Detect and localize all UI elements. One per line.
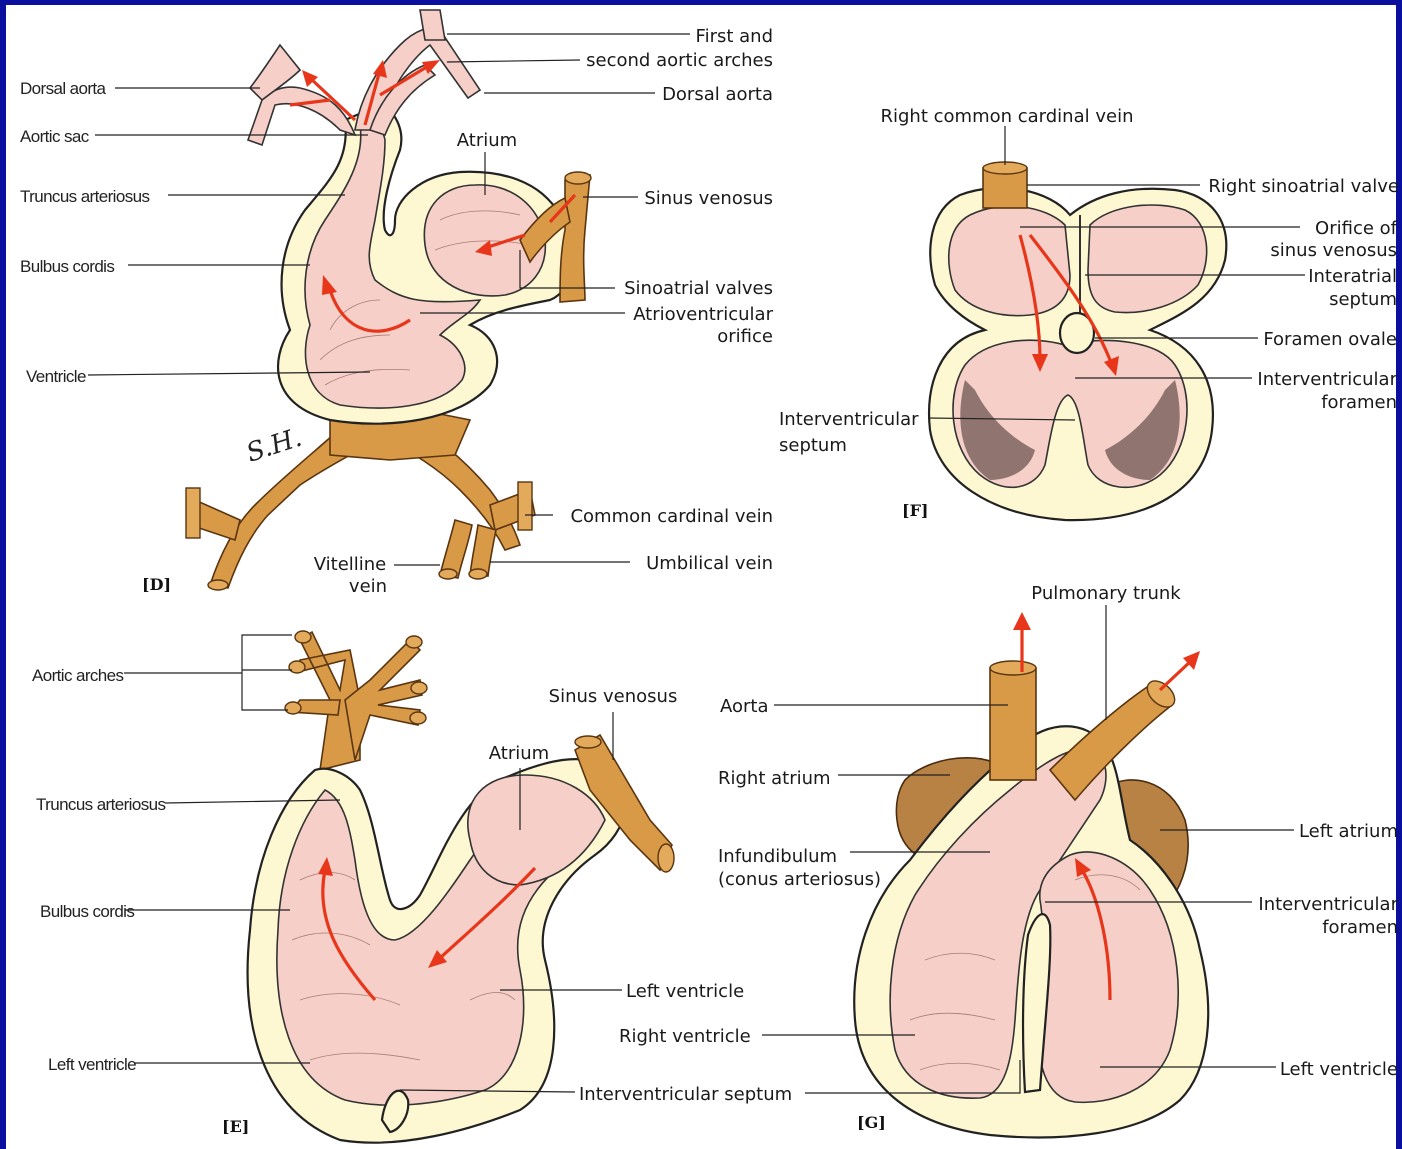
label-left-ventricle-partial-e: Left ventricle <box>48 1055 136 1074</box>
panel-g: [G] Pulmonary trunk Aorta Right atrium I… <box>619 583 1399 1137</box>
label-dorsal-aorta-left: Dorsal aorta <box>20 79 107 98</box>
label-aorta-g: Aorta <box>720 696 769 717</box>
label-pulmonary-trunk: Pulmonary trunk <box>1031 583 1181 604</box>
label-sinus-venosus-e: Sinus venosus <box>549 686 678 707</box>
label-ventricle-d: Ventricle <box>26 367 86 386</box>
label-first-second-arches-2: second aortic arches <box>586 50 773 71</box>
label-iv-foramen-f-2: foramen <box>1321 392 1397 413</box>
panel-g-tag: [G] <box>857 1113 886 1132</box>
label-bulbus-cordis-d: Bulbus cordis <box>20 257 114 276</box>
label-right-common-cardinal-vein: Right common cardinal vein <box>881 106 1134 127</box>
label-orifice-sv-2: sinus venosus <box>1270 240 1397 261</box>
label-right-atrium-g: Right atrium <box>718 768 831 789</box>
label-iv-septum-e: Interventricular septum <box>579 1084 792 1105</box>
label-foramen-ovale: Foramen ovale <box>1263 329 1397 350</box>
signature: S.H. <box>243 423 306 469</box>
cardinal-vein-f <box>983 162 1027 208</box>
label-iv-septum-f-2: septum <box>779 435 847 456</box>
panel-e-tag: [E] <box>222 1117 249 1136</box>
label-truncus-arteriosus-d: Truncus arteriosus <box>20 187 149 206</box>
label-left-ventricle-e: Left ventricle <box>626 981 744 1002</box>
label-first-second-arches-1: First and <box>696 26 773 47</box>
label-aortic-arches-e: Aortic arches <box>32 666 124 685</box>
label-infundibulum-1: Infundibulum <box>718 846 837 867</box>
aortic-arches-d <box>248 10 480 145</box>
label-atrium-d: Atrium <box>457 130 517 151</box>
label-dorsal-aorta-right: Dorsal aorta <box>662 84 773 105</box>
label-aortic-sac: Aortic sac <box>20 127 90 146</box>
label-interatrial-septum-1: Interatrial <box>1308 266 1397 287</box>
panel-f-tag: [F] <box>902 501 929 520</box>
label-truncus-arteriosus-e: Truncus arteriosus <box>36 795 165 814</box>
label-iv-septum-f-1: Interventricular <box>779 409 919 430</box>
label-atrium-e: Atrium <box>489 743 549 764</box>
label-sinoatrial-valves: Sinoatrial valves <box>624 278 773 299</box>
label-left-ventricle-g: Left ventricle <box>1280 1059 1398 1080</box>
label-vitelline-vein-2: vein <box>349 576 387 597</box>
label-umbilical-vein: Umbilical vein <box>646 553 773 574</box>
label-interatrial-septum-2: septum <box>1329 289 1397 310</box>
label-av-orifice-2: orifice <box>717 326 773 347</box>
label-left-atrium-g: Left atrium <box>1299 821 1398 842</box>
label-common-cardinal-vein: Common cardinal vein <box>570 506 773 527</box>
label-iv-foramen-g-1: Interventricular <box>1258 894 1398 915</box>
label-right-sinoatrial-valve: Right sinoatrial valve <box>1208 176 1399 197</box>
label-av-orifice-1: Atrioventricular <box>633 304 773 325</box>
label-bulbus-cordis-e: Bulbus cordis <box>40 902 134 921</box>
label-iv-foramen-g-2: foramen <box>1322 917 1398 938</box>
label-right-ventricle-g: Right ventricle <box>619 1026 751 1047</box>
panel-d-tag: [D] <box>142 575 171 594</box>
panel-d: S.H. [D] Dorsal aorta Aortic sac Truncus… <box>20 10 774 597</box>
aortic-arches-e <box>285 631 427 770</box>
label-infundibulum-2: (conus arteriosus) <box>718 869 881 890</box>
label-orifice-sv-1: Orifice of <box>1315 218 1398 239</box>
label-iv-foramen-f-1: Interventricular <box>1257 369 1397 390</box>
panel-f: [F] Right common cardinal vein Right sin… <box>779 106 1399 520</box>
panel-e: [E] Aortic arches Truncus arteriosus Bul… <box>32 631 792 1143</box>
label-sinus-venosus-d: Sinus venosus <box>644 188 773 209</box>
label-vitelline-vein-1: Vitelline <box>314 554 387 575</box>
